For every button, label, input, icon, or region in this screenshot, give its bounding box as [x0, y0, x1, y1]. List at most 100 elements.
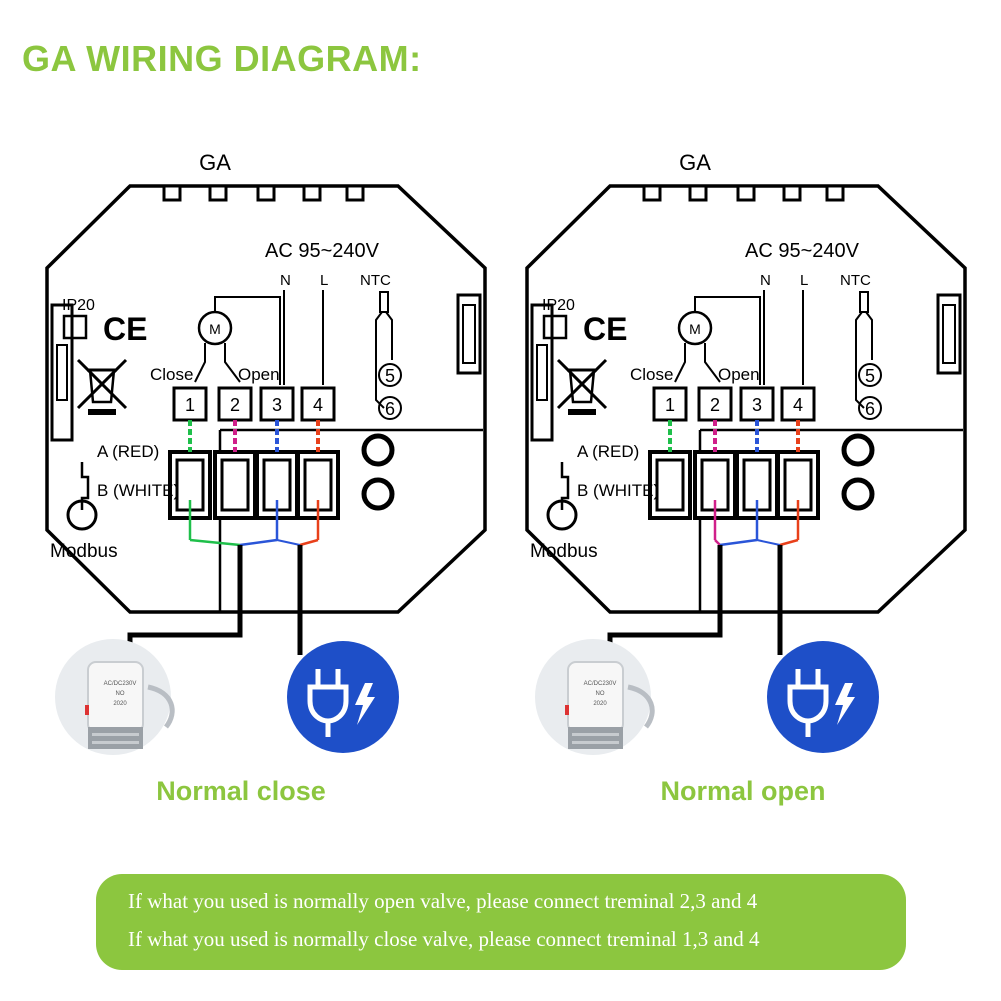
terminal-number: 3: [272, 395, 282, 415]
power-plug-icon: [767, 641, 879, 753]
top-clip: [688, 184, 708, 202]
top-clip: [302, 184, 322, 202]
actuator-print: NO: [116, 691, 125, 697]
actuator-ring: [572, 733, 619, 736]
live-label: L: [320, 272, 328, 289]
actuator-print: AC/DC230V: [104, 681, 137, 687]
actuator-cable-loop: [627, 684, 655, 729]
open-label: Open: [238, 365, 280, 384]
power-label: AC 95~240V: [745, 240, 860, 262]
actuator-base: [88, 727, 143, 749]
weee-bin-icon: [76, 358, 128, 415]
motor-open-wire: [704, 343, 721, 383]
modbus-a-label: A (RED): [97, 442, 159, 461]
left-side-tab-slot: [56, 344, 68, 401]
actuator-print: 2020: [593, 701, 607, 707]
actuator-indicator: [565, 705, 569, 715]
top-clip: [736, 184, 756, 202]
actuator-print: NO: [596, 691, 605, 697]
top-clip: [825, 184, 845, 202]
actuator-cable-loop: [147, 684, 175, 729]
ce-mark-icon: CE: [583, 311, 627, 347]
right-side-tab-slot: [942, 304, 956, 364]
bin-cross: [76, 358, 128, 410]
round-port: [361, 433, 395, 467]
model-label: GA: [679, 150, 711, 175]
plug-body: [787, 684, 829, 724]
diagram-title: GA WIRING DIAGRAM:: [22, 38, 422, 79]
valve-motor-letter: M: [209, 321, 221, 337]
lightning-bolt: [835, 683, 855, 725]
live-label: L: [800, 272, 808, 289]
modbus-label: Modbus: [530, 541, 598, 562]
top-clip: [256, 184, 276, 202]
ntc-terminal: [378, 396, 402, 420]
ntc-terminal-number: 6: [385, 399, 395, 419]
round-port: [841, 433, 875, 467]
caption-normal-open: Normal open: [660, 776, 826, 806]
ntc-terminal-number: 6: [865, 399, 875, 419]
ntc-wire: [385, 311, 393, 360]
modbus-b-label: B (WHITE): [97, 481, 179, 500]
power-wire: [779, 538, 799, 547]
ntc-sensor-icon: [859, 291, 869, 313]
ip-rating-box: [62, 314, 88, 340]
left-side-tab: [530, 303, 554, 442]
screw-block-inner: [655, 458, 685, 512]
right-side-tab: [936, 293, 962, 375]
power-wire: [756, 539, 781, 546]
modbus-a-label: A (RED): [577, 442, 639, 461]
valve-motor-letter: M: [689, 321, 701, 337]
terminal-3: [259, 386, 295, 422]
ntc-label: NTC: [360, 272, 391, 289]
model-label: GA: [199, 150, 231, 175]
actuator-icon: AC/DC230V NO 2020: [55, 639, 175, 755]
actuator-indicator: [85, 705, 89, 715]
motor-feed-wire: [694, 296, 761, 385]
actuator-ring: [92, 733, 139, 736]
ntc-terminal-number: 5: [385, 366, 395, 386]
ntc-terminal: [858, 396, 882, 420]
round-port: [361, 477, 395, 511]
power-wire: [299, 538, 319, 547]
right-side-tab-slot: [462, 304, 476, 364]
ntc-terminal-number: 5: [865, 366, 875, 386]
ntc-terminal: [378, 363, 402, 387]
ntc-wire: [865, 311, 873, 360]
top-clip: [782, 184, 802, 202]
ce-mark-icon: CE: [103, 311, 147, 347]
actuator-ring: [92, 741, 139, 744]
note-line-close-valve: If what you used is normally close valve…: [128, 927, 760, 951]
valve-wire: [189, 538, 241, 547]
top-clip: [345, 184, 365, 202]
terminal-number: 2: [710, 395, 720, 415]
terminal-number: 4: [793, 395, 803, 415]
screw-block-inner: [220, 458, 250, 512]
motor-feed-wire: [214, 296, 281, 385]
power-label: AC 95~240V: [265, 240, 380, 262]
modbus-port: [546, 499, 578, 531]
modbus-b-label: B (WHITE): [577, 481, 659, 500]
plug-body: [307, 684, 349, 724]
actuator-body: [567, 661, 624, 733]
top-clip: [642, 184, 662, 202]
power-plug-icon: [287, 641, 399, 753]
ntc-sensor-icon: [379, 291, 389, 313]
actuator-print: AC/DC230V: [584, 681, 617, 687]
terminal-number: 1: [185, 395, 195, 415]
valve-wire: [239, 538, 278, 547]
ip-rating-label: IP20: [62, 297, 95, 314]
top-clip: [162, 184, 182, 202]
instruction-note: If what you used is normally open valve,…: [96, 874, 906, 970]
power-icon-bg: [767, 641, 879, 753]
actuator-print: 2020: [113, 701, 127, 707]
motor-close-wire: [194, 343, 206, 383]
power-icon-bg: [287, 641, 399, 753]
motor-close-wire: [674, 343, 686, 383]
note-line-open-valve: If what you used is normally open valve,…: [128, 889, 758, 913]
top-clip: [208, 184, 228, 202]
ntc-terminal: [858, 363, 882, 387]
neutral-label: N: [760, 272, 771, 289]
